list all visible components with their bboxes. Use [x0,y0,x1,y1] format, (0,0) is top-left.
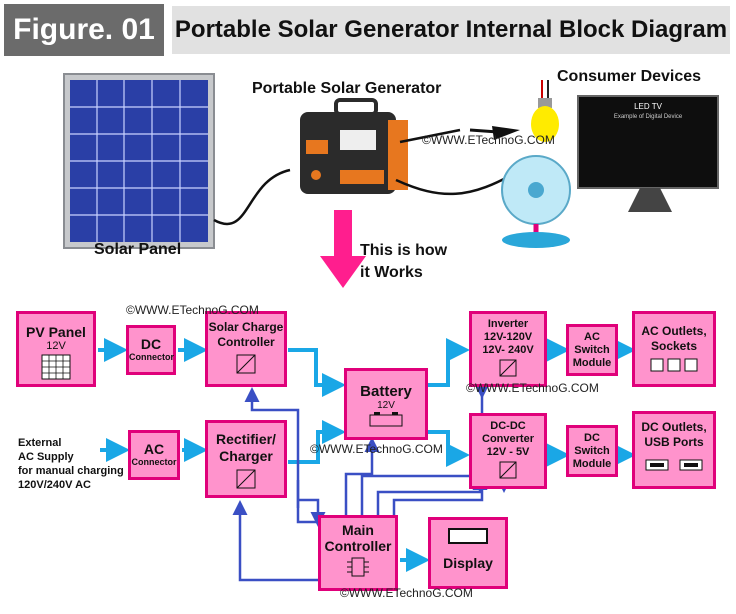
fan-image [501,155,571,248]
dc-connector-title: DC [140,336,162,352]
ac-switch-block: AC Switch Module [566,324,618,376]
how-it-works-text: This is how it Works [360,240,447,284]
main-controller-block: Main Controller [318,515,398,591]
external-supply-text: External AC Supply for manual charging 1… [18,436,124,492]
works-arrow [320,210,366,288]
converter-icon [499,461,517,479]
watermark-4: ©WWW.ETechnoG.COM [340,586,473,600]
ext-line-2: AC Supply [18,451,74,463]
generator-image [300,98,408,194]
display-title: Display [443,555,493,571]
inverter-block: Inverter 12V-120V 12V- 240V [469,311,547,387]
ext-line-1: External [18,437,62,449]
scc-line-2: Controller [217,335,275,349]
battery-icon [369,412,403,427]
inverter-line-3: 12V- 240V [482,344,534,356]
converter-icon [236,354,256,374]
chip-icon [347,557,369,577]
rectifier-line-1: Rectifier/ [216,431,276,447]
tv-image [577,95,719,212]
dc-connector-block: DC Connector [126,325,176,375]
dcdc-line-3: 12V - 5V [486,446,530,458]
converter-icon [236,469,256,489]
dcdc-line-1: DC-DC [490,420,526,432]
bulb-image [531,80,559,142]
figure-tag: Figure. 01 [4,4,164,56]
dcdc-line-2: Converter [482,433,534,445]
dc-outlets-block: DC Outlets, USB Ports [632,411,716,489]
diagram-title: Portable Solar Generator Internal Block … [172,6,730,54]
rectifier-block: Rectifier/ Charger [205,420,287,498]
pv-panel-title: PV Panel [26,324,86,340]
grid-icon [41,354,71,380]
dc-switch-line-3: Module [572,458,612,470]
dc-switch-line-2: Switch [574,445,610,457]
consumer-devices-label: Consumer Devices [557,68,702,85]
ac-connector-title: AC [143,441,165,457]
ac-switch-line-2: Switch [574,344,610,356]
dc-outlets-line-2: USB Ports [644,435,704,449]
rectifier-line-2: Charger [219,448,273,464]
ac-connector-block: AC Connector [128,430,180,480]
watermark-2: ©WWW.ETechnoG.COM [466,381,599,395]
battery-block: Battery 12V [344,368,428,440]
ac-outlets-block: AC Outlets, Sockets [632,311,716,387]
scc-line-1: Solar Charge [208,320,284,334]
dc-connector-sub: Connector [129,352,174,362]
converter-icon [499,359,517,377]
ac-switch-line-3: Module [572,357,612,369]
generator-label: Portable Solar Generator [252,80,442,97]
main-controller-line-2: Controller [324,538,392,554]
solar-panel-image [63,73,215,249]
dcdc-converter-block: DC-DC Converter 12V - 5V [469,413,547,489]
tv-title: LED TV [634,102,662,111]
how-line-1: This is how [360,242,448,259]
dc-outlets-line-1: DC Outlets, [641,420,707,434]
ac-outlets-line-2: Sockets [650,339,698,353]
socket-icons [650,358,698,372]
ac-switch-line-1: AC [584,331,600,343]
display-icon [448,528,488,544]
watermark-3: ©WWW.ETechnoG.COM [310,442,443,456]
battery-title: Battery [360,383,412,400]
ext-line-3: for manual charging [18,465,124,477]
inverter-line-2: 12V-120V [483,331,533,343]
battery-voltage: 12V [377,400,395,411]
solar-panel-label: Solar Panel [94,241,182,258]
ac-connector-sub: Connector [131,457,177,467]
pv-panel-block: PV Panel 12V [16,311,96,387]
watermark-1: ©WWW.ETechnoG.COM [126,303,259,317]
main-controller-line-1: Main [342,522,374,538]
usb-port-icons [645,459,703,471]
ext-line-4: 120V/240V AC [18,479,91,491]
tv-subtitle: Example of Digital Device [613,114,683,120]
watermark-top: ©WWW.ETechnoG.COM [422,133,555,147]
ac-outlets-line-1: AC Outlets, [641,324,707,338]
top-illustration [63,73,719,288]
display-block: Display [428,517,508,589]
dc-switch-line-1: DC [584,432,600,444]
solar-charge-controller-block: Solar Charge Controller [205,311,287,387]
inverter-line-1: Inverter [487,318,529,330]
dc-switch-block: DC Switch Module [566,425,618,477]
pv-panel-voltage: 12V [46,340,66,352]
how-line-2: it Works [360,264,423,281]
